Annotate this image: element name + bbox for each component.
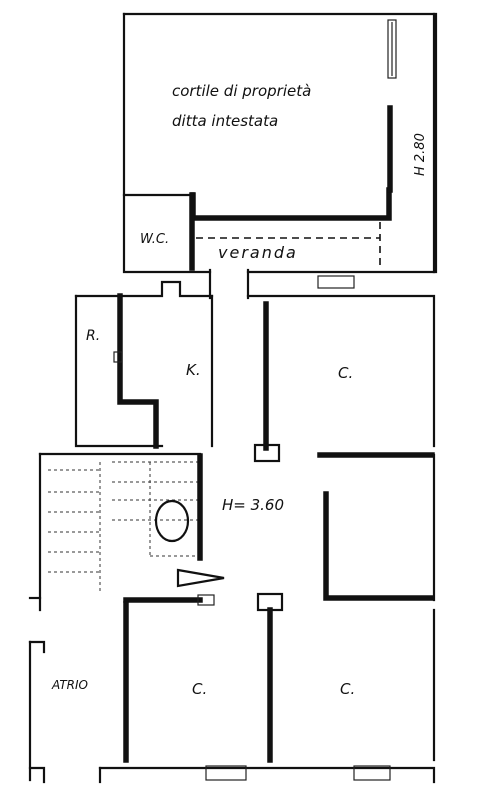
room-label-lower-middle: C. xyxy=(192,680,207,698)
veranda-label: veranda xyxy=(218,243,298,262)
courtyard xyxy=(122,12,438,274)
entrance-arrow-icon xyxy=(176,568,225,588)
window-bottom-1 xyxy=(205,765,247,781)
height-label-hall: H= 3.60 xyxy=(222,496,284,514)
door-lower-middle xyxy=(197,594,215,606)
courtyard-label-line2: ditta intestata xyxy=(172,112,278,130)
stair-symbol xyxy=(154,499,190,543)
lower-block xyxy=(28,491,436,784)
kitchen-label: K. xyxy=(186,361,201,379)
column-upper xyxy=(253,443,281,463)
door-closet xyxy=(113,351,123,363)
courtyard-door xyxy=(387,19,397,79)
wc-label: W.C. xyxy=(140,232,169,247)
stair-area xyxy=(28,452,225,612)
courtyard-label-line1: cortile di proprietà xyxy=(172,82,311,100)
window-veranda xyxy=(317,275,355,289)
closet-label: R. xyxy=(86,328,100,344)
window-bottom-2 xyxy=(353,765,391,781)
height-label-top: H 2.80 xyxy=(413,133,428,176)
upper-block xyxy=(74,268,436,602)
room-label-lower-right: C. xyxy=(340,680,355,698)
wc-veranda-band xyxy=(122,192,436,289)
atrium-label: ATRIO xyxy=(51,678,88,692)
room-label-upper-right: C. xyxy=(338,364,353,382)
